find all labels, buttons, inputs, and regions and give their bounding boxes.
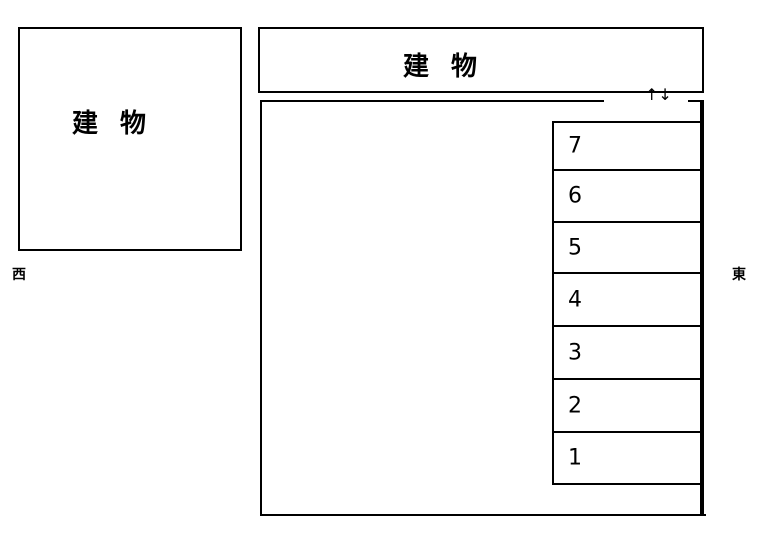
lot-top-edge: [260, 100, 604, 102]
slot-number: 7: [568, 133, 582, 159]
entrance-arrows: ↑↓: [645, 85, 672, 104]
slot-number: 5: [568, 235, 582, 260]
parking-slot: 5: [552, 221, 702, 274]
west-building-label: 建物: [72, 109, 169, 139]
slot-number: 3: [568, 340, 582, 365]
parking-slot: 2: [552, 378, 702, 433]
lot-left-edge: [260, 100, 262, 516]
slot-number: 4: [568, 287, 582, 312]
east-direction-label: 東: [732, 267, 746, 283]
north-building-label: 建物: [403, 52, 500, 82]
parking-slot: 3: [552, 325, 702, 380]
parking-slot: 1: [552, 431, 702, 485]
slot-number: 1: [568, 445, 582, 471]
north-building: [258, 27, 704, 93]
parking-slot: 7: [552, 121, 702, 171]
west-building: [18, 27, 242, 251]
parking-slot: 6: [552, 169, 702, 223]
lot-right-edge: [700, 100, 704, 516]
lot-bottom-edge: [260, 514, 706, 516]
slot-number: 6: [568, 183, 582, 209]
slot-number: 2: [568, 393, 582, 418]
lot-top-edge-right: [688, 100, 704, 102]
west-direction-label: 西: [12, 267, 26, 283]
parking-slot: 4: [552, 272, 702, 327]
